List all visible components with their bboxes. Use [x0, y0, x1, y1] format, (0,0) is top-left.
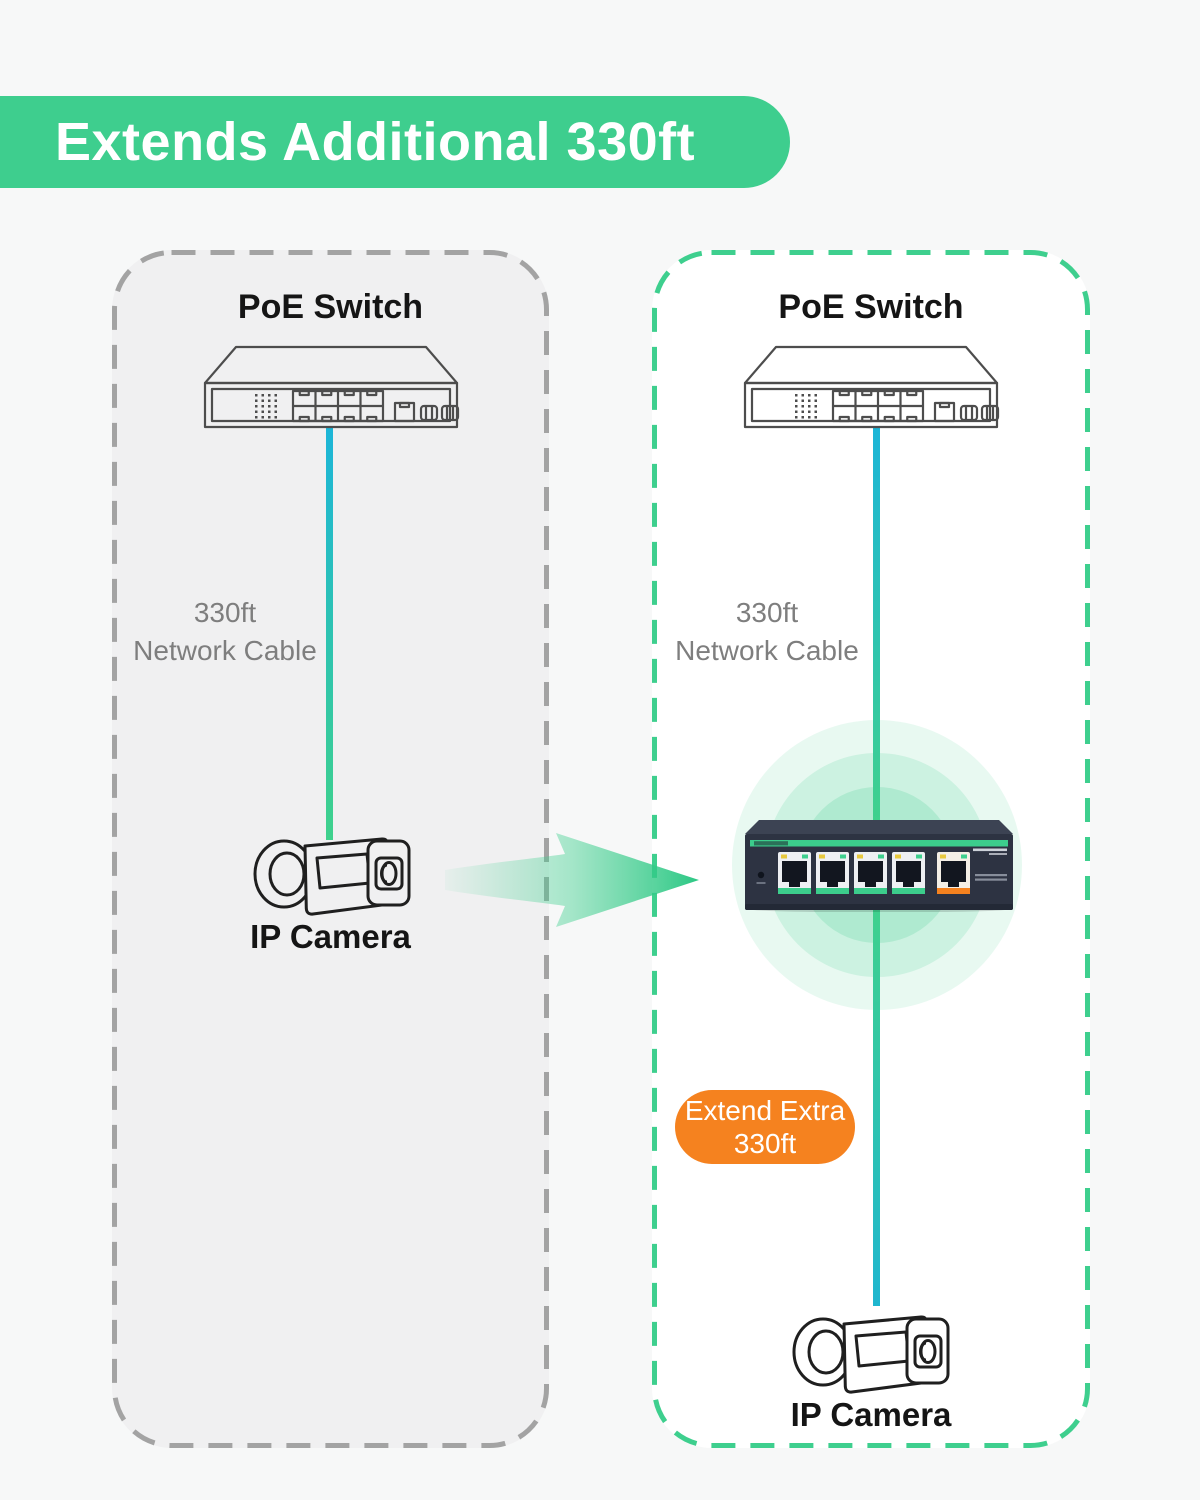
cable-length-label: 330ft Network Cable: [112, 594, 338, 670]
uplink-port: [937, 852, 970, 894]
ip-camera-icon: [253, 837, 411, 916]
ip-camera-label: IP Camera: [790, 1396, 952, 1433]
cable-type: Network Cable: [675, 635, 859, 666]
poe-extender-icon: [745, 820, 1013, 912]
poe-switch-label: PoE Switch: [778, 288, 964, 326]
network-cable-line: [326, 426, 333, 840]
poe-switch-icon: [743, 345, 1000, 429]
extend-arrow-icon: [445, 833, 699, 927]
banner-title: Extends Additional 330ft: [55, 112, 696, 172]
device-print: [973, 848, 1007, 881]
poe-ports: [778, 852, 925, 894]
poe-switch-icon: [203, 345, 459, 429]
poe-switch-label: PoE Switch: [237, 288, 424, 326]
badge-line1: Extend Extra: [684, 1095, 846, 1126]
cable-length-value: 330ft: [735, 597, 799, 628]
headline-banner: Extends Additional 330ft: [0, 96, 790, 188]
network-cable-line-bottom: [873, 906, 880, 1306]
cable-length-value: 330ft: [193, 597, 257, 628]
badge-line2: 330ft: [733, 1128, 797, 1159]
vent-dots: [795, 394, 817, 419]
after-panel: PoE Switch: [652, 250, 1090, 1448]
extend-extra-badge: Extend Extra 330ft: [675, 1090, 855, 1164]
ip-camera-icon: [792, 1315, 950, 1394]
ip-camera-label: IP Camera: [250, 918, 411, 955]
cable-type: Network Cable: [133, 635, 317, 666]
network-cable-line-top: [873, 426, 880, 822]
before-panel: PoE Switch: [112, 250, 549, 1448]
vent-dots: [254, 394, 277, 419]
cable-length-label: 330ft Network Cable: [652, 594, 882, 670]
